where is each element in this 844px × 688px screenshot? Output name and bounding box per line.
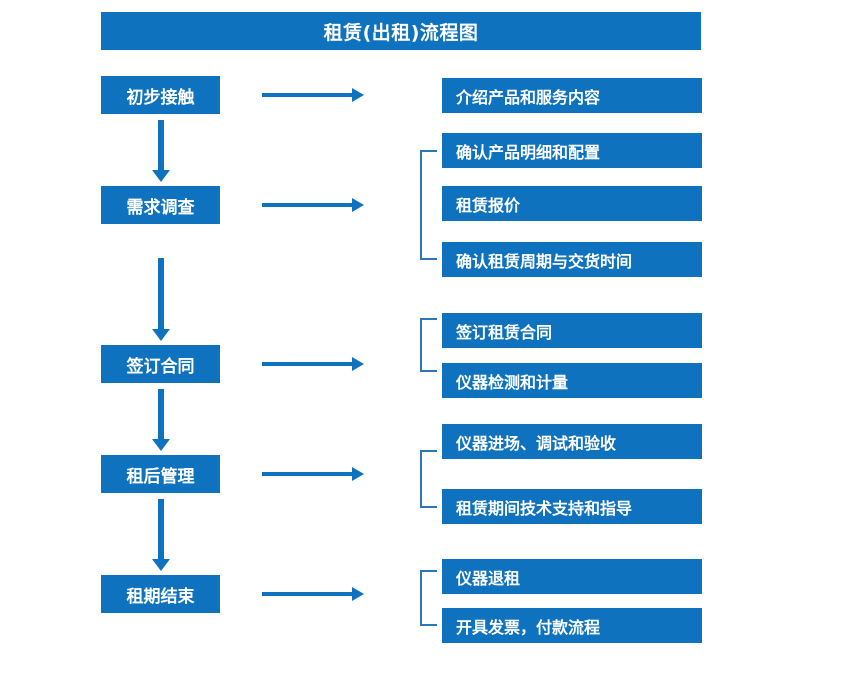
detail-box-9[interactable]: 仪器退租 bbox=[442, 559, 702, 594]
vertical-arrow-1 bbox=[152, 120, 170, 182]
arrow-head-right-icon bbox=[352, 198, 364, 212]
arrow-head-down-icon bbox=[152, 439, 170, 451]
arrow-head-right-icon bbox=[352, 357, 364, 371]
arrow-shaft bbox=[158, 258, 164, 329]
stage-box-2[interactable]: 需求调查 bbox=[101, 186, 220, 224]
arrow-shaft bbox=[158, 120, 164, 170]
arrow-head-right-icon bbox=[352, 587, 364, 601]
vertical-arrow-4 bbox=[152, 499, 170, 571]
detail-box-10[interactable]: 开具发票，付款流程 bbox=[442, 608, 702, 643]
page-title: 租赁(出租)流程图 bbox=[101, 12, 701, 50]
vertical-arrow-3 bbox=[152, 389, 170, 451]
arrow-shaft bbox=[262, 203, 354, 207]
group-bracket-2 bbox=[420, 318, 437, 372]
group-bracket-4 bbox=[420, 570, 437, 626]
detail-box-5[interactable]: 签订租赁合同 bbox=[442, 313, 702, 348]
detail-box-7[interactable]: 仪器进场、调试和验收 bbox=[442, 424, 702, 459]
arrow-shaft bbox=[262, 592, 354, 596]
arrow-shaft bbox=[262, 93, 354, 97]
detail-box-2[interactable]: 确认产品明细和配置 bbox=[442, 133, 702, 168]
detail-box-6[interactable]: 仪器检测和计量 bbox=[442, 363, 702, 398]
horizontal-arrow-3 bbox=[262, 357, 364, 371]
horizontal-arrow-4 bbox=[262, 467, 364, 481]
arrow-head-down-icon bbox=[152, 170, 170, 182]
arrow-shaft bbox=[262, 472, 354, 476]
horizontal-arrow-2 bbox=[262, 198, 364, 212]
arrow-head-down-icon bbox=[152, 559, 170, 571]
arrow-head-down-icon bbox=[152, 329, 170, 341]
detail-box-8[interactable]: 租赁期间技术支持和指导 bbox=[442, 489, 702, 524]
horizontal-arrow-1 bbox=[262, 88, 364, 102]
arrow-shaft bbox=[262, 362, 354, 366]
stage-box-5[interactable]: 租期结束 bbox=[101, 575, 220, 613]
stage-box-3[interactable]: 签订合同 bbox=[101, 345, 220, 383]
arrow-head-right-icon bbox=[352, 88, 364, 102]
arrow-shaft bbox=[158, 499, 164, 559]
detail-box-1[interactable]: 介绍产品和服务内容 bbox=[442, 78, 702, 113]
stage-box-1[interactable]: 初步接触 bbox=[101, 76, 220, 114]
vertical-arrow-2 bbox=[152, 258, 170, 341]
detail-box-4[interactable]: 确认租赁周期与交货时间 bbox=[442, 242, 702, 277]
group-bracket-1 bbox=[420, 150, 437, 260]
arrow-shaft bbox=[158, 389, 164, 439]
detail-box-3[interactable]: 租赁报价 bbox=[442, 186, 702, 221]
arrow-head-right-icon bbox=[352, 467, 364, 481]
group-bracket-3 bbox=[420, 450, 437, 508]
horizontal-arrow-5 bbox=[262, 587, 364, 601]
stage-box-4[interactable]: 租后管理 bbox=[101, 455, 220, 493]
